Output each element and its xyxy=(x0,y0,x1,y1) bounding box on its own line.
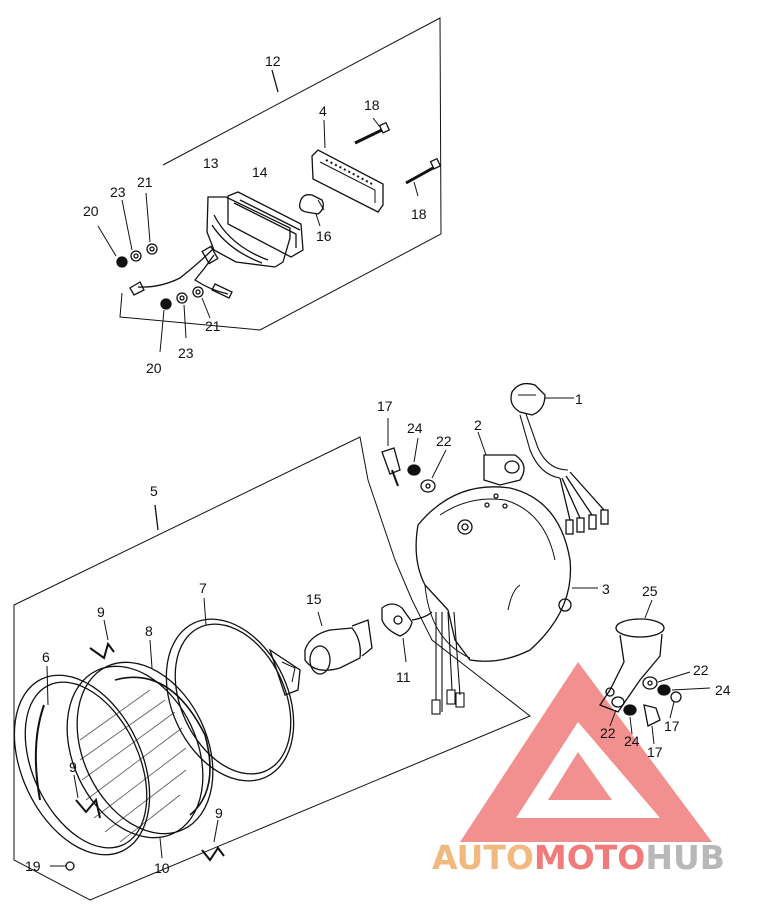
callout-4: 4 xyxy=(319,103,327,119)
callout-10: 10 xyxy=(154,860,170,876)
license-bulb xyxy=(298,194,325,227)
nut-set-lower xyxy=(159,286,211,353)
headlight-seal xyxy=(114,676,211,816)
callout-9-lower: 9 xyxy=(215,805,223,821)
screw-19 xyxy=(50,861,75,871)
nut-set-upper xyxy=(97,192,158,268)
callout-20-upper: 20 xyxy=(83,203,99,219)
bulb-socket xyxy=(381,603,433,663)
clip-upper xyxy=(89,641,115,660)
headlight-assembly xyxy=(13,382,711,901)
connector-switch xyxy=(510,382,609,535)
side-bracket xyxy=(599,599,665,713)
callout-24-top: 24 xyxy=(407,420,423,436)
license-light-assembly xyxy=(97,17,442,353)
callout-11: 11 xyxy=(396,669,411,685)
callout-15: 15 xyxy=(306,591,322,607)
watermark-auto: AUTO xyxy=(432,838,534,877)
callout-1: 1 xyxy=(575,391,583,407)
screw-upper xyxy=(354,117,391,145)
clip-middle xyxy=(75,797,101,819)
callout-24-right: 24 xyxy=(715,682,731,698)
callout-13: 13 xyxy=(203,155,219,171)
headlight-housing xyxy=(415,486,598,662)
callout-labels: 1 2 3 4 5 6 7 8 9 9 9 10 11 12 13 14 15 … xyxy=(25,53,731,876)
callout-22-top: 22 xyxy=(436,433,452,449)
light-cover xyxy=(311,119,384,213)
light-base-plate xyxy=(206,196,291,268)
callout-24-bottom: 24 xyxy=(624,733,640,749)
callout-20-lower: 20 xyxy=(146,360,162,376)
callout-12: 12 xyxy=(265,53,281,69)
callout-19: 19 xyxy=(25,858,41,874)
watermark-triangle xyxy=(460,662,712,842)
callout-6: 6 xyxy=(42,649,50,665)
callout-18-upper: 18 xyxy=(364,97,380,113)
callout-18-lower: 18 xyxy=(411,206,427,222)
callout-3: 3 xyxy=(602,581,610,597)
callout-17-right: 17 xyxy=(664,718,680,734)
callout-17-bottom: 17 xyxy=(647,744,663,760)
mount-bracket xyxy=(477,431,525,486)
callout-7: 7 xyxy=(199,580,207,596)
lower-boundary-box xyxy=(13,436,531,901)
callout-16: 16 xyxy=(316,228,332,244)
screw-lower xyxy=(405,157,442,197)
upper-boundary-box xyxy=(119,17,442,331)
headlight-ring xyxy=(165,597,301,782)
callout-9-upper: 9 xyxy=(97,604,105,620)
bolt-set-top xyxy=(381,418,447,493)
headlight-lens xyxy=(66,661,214,859)
clip-lower xyxy=(201,846,225,862)
svg-text:AUTOMOTOHUB: AUTOMOTOHUB xyxy=(432,838,725,877)
bolt-set-right xyxy=(609,671,711,745)
callout-22-bottom: 22 xyxy=(600,725,616,741)
callout-21-lower: 21 xyxy=(205,318,221,334)
callout-23-upper: 23 xyxy=(110,184,126,200)
headlight-bulb xyxy=(304,611,373,675)
light-wire xyxy=(137,249,213,288)
callout-9-middle: 9 xyxy=(69,759,77,775)
watermark-triangle-inner xyxy=(548,752,612,800)
watermark-moto: MOTO xyxy=(534,838,645,877)
callout-8: 8 xyxy=(145,623,153,639)
light-lens xyxy=(227,191,304,258)
callout-14: 14 xyxy=(252,164,268,180)
callout-22-right: 22 xyxy=(693,662,709,678)
callout-5: 5 xyxy=(150,483,158,499)
callout-17-top: 17 xyxy=(377,398,393,414)
headlight-rim xyxy=(13,665,151,856)
callout-25: 25 xyxy=(642,583,658,599)
headlight-wires xyxy=(431,611,465,715)
callout-23-lower: 23 xyxy=(178,345,194,361)
watermark-logo: AUTOMOTOHUB xyxy=(432,662,725,877)
callout-2: 2 xyxy=(474,417,482,433)
callout-21-upper: 21 xyxy=(137,174,153,190)
watermark-hub: HUB xyxy=(645,838,725,877)
